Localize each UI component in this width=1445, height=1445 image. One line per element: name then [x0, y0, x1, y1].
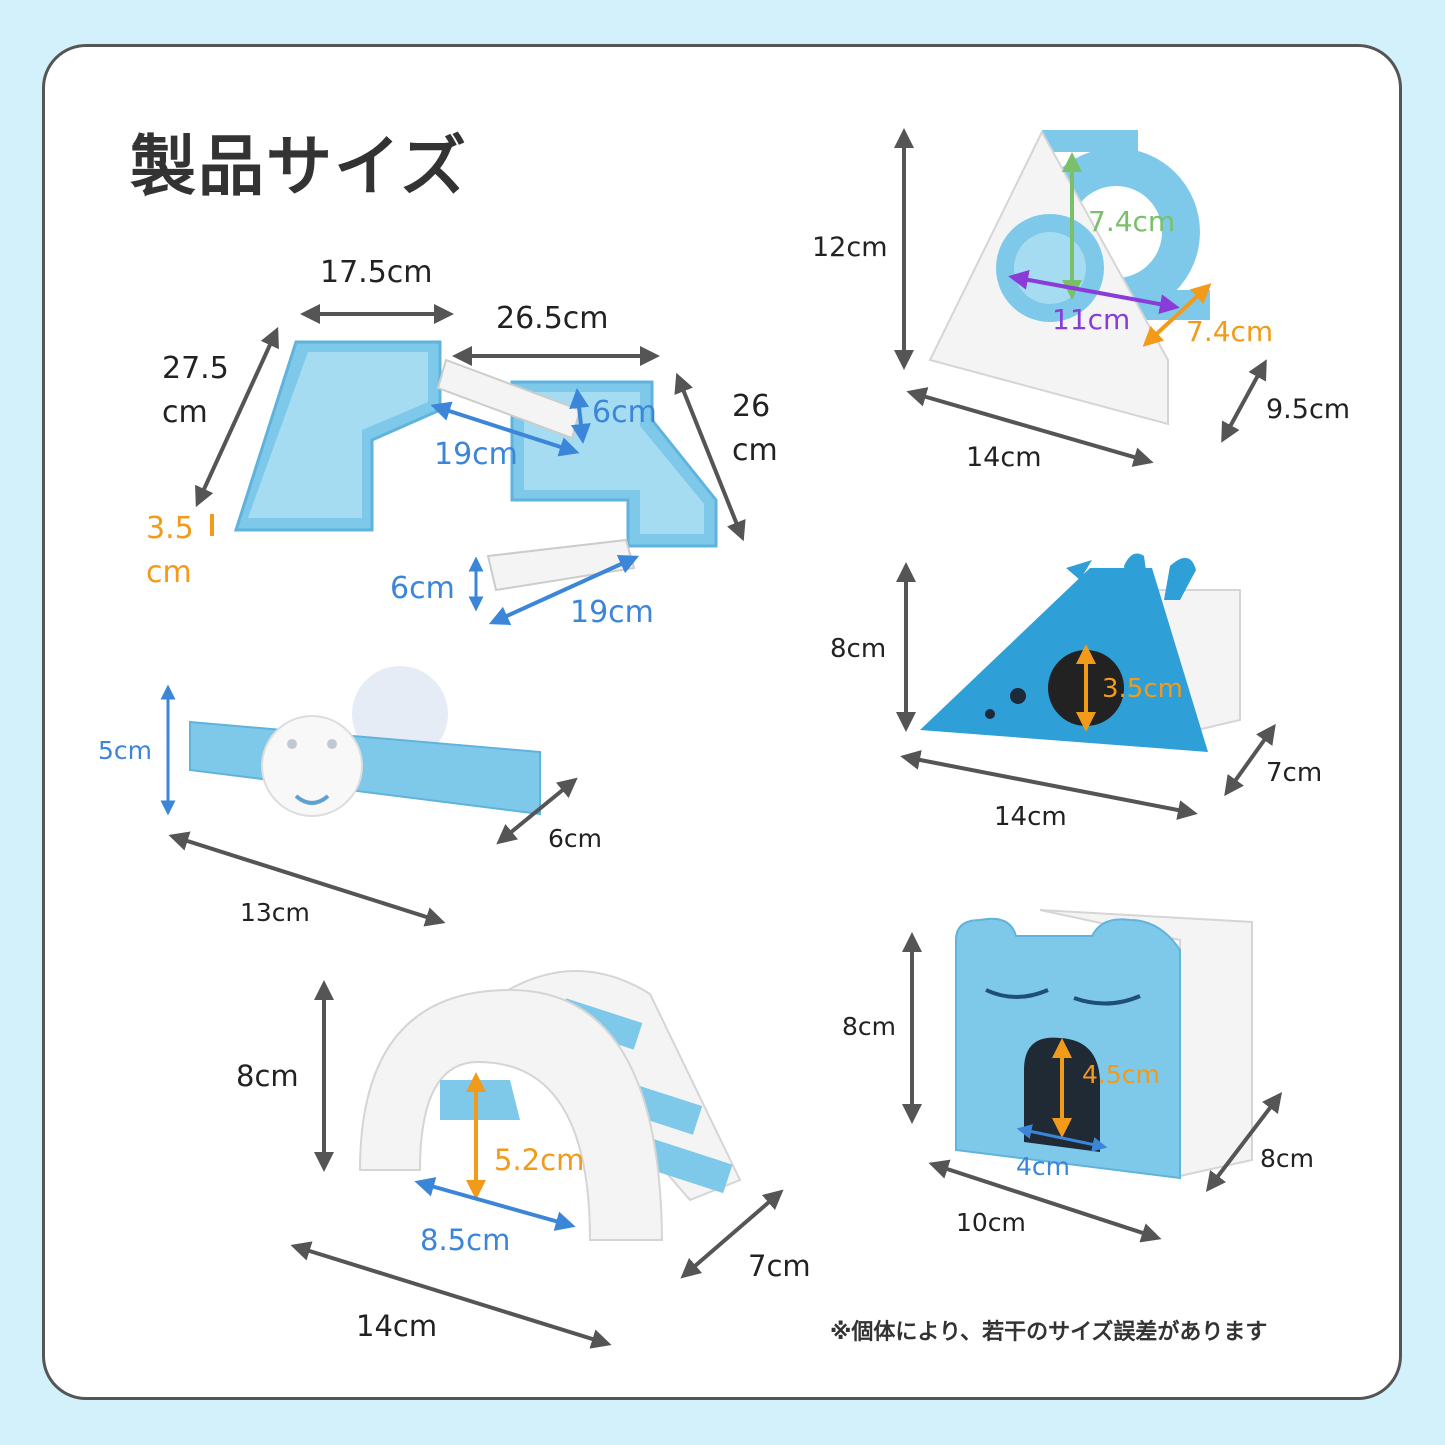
ladder-top-length-arrow	[430, 401, 580, 457]
arch-bridge-width-label: 14cm	[356, 1309, 438, 1343]
sleepy-house-depth-arrow	[1205, 1092, 1283, 1192]
arch-bridge-product-image	[358, 969, 742, 1241]
seesaw-depth-label: 6cm	[548, 824, 603, 853]
swing-depth-label: 9.5cm	[1266, 394, 1351, 425]
seesaw-width-arrow	[168, 831, 446, 927]
platform-depth-right-arrow	[674, 372, 746, 542]
arch-bridge-width-arrow	[290, 1241, 612, 1349]
platform-depth-right-label-1: 26	[732, 389, 771, 424]
arch-bridge-depth-arrow	[680, 1189, 784, 1279]
platform-depth-left-arrow	[195, 326, 279, 508]
platform-height-label-1: 3.5	[146, 511, 194, 546]
ladder-top-length-label: 19cm	[434, 437, 518, 472]
platform-depth-right-label-2: cm	[732, 433, 778, 468]
seesaw-product-image	[189, 666, 541, 817]
ladder-bottom-height-label: 6cm	[390, 571, 455, 606]
ladder-bottom-length-arrow	[488, 555, 640, 625]
sleepy-house-width-arrow	[928, 1159, 1162, 1243]
rabbit-ramp-product-image	[920, 553, 1241, 752]
sleepy-house-door-height-label: 4.5cm	[1082, 1060, 1160, 1089]
seesaw-height-label: 5cm	[98, 736, 153, 765]
sleepy-house-door-width-label: 4cm	[1016, 1152, 1071, 1181]
swing-inner-depth-label: 7.4cm	[1186, 315, 1274, 348]
ladder-top-height-label: 6cm	[592, 395, 657, 430]
sleepy-house-width-label: 10cm	[956, 1208, 1026, 1237]
rabbit-ramp-depth-label: 7cm	[1266, 758, 1323, 788]
platform-width-right-label: 26.5cm	[496, 301, 609, 336]
sleepy-house-height-label: 8cm	[842, 1012, 897, 1041]
rabbit-ramp-depth-arrow	[1224, 723, 1276, 797]
seesaw-width-label: 13cm	[240, 898, 310, 927]
swing-inner-height-label: 7.4cm	[1088, 205, 1176, 238]
arch-bridge-depth-label: 7cm	[748, 1249, 811, 1283]
sleepy-house-door-width-arrow	[1016, 1124, 1108, 1152]
rabbit-ramp-width-arrow	[900, 750, 1198, 820]
platform-height-label-2: cm	[146, 555, 192, 590]
swing-inner-depth-arrow	[1142, 283, 1212, 347]
ladder-bottom	[486, 538, 636, 592]
swing-depth-arrow	[1221, 359, 1267, 443]
rabbit-ramp-hole-label: 3.5cm	[1102, 674, 1183, 704]
seesaw-depth-arrow	[496, 777, 578, 845]
rabbit-ramp-height-label: 8cm	[830, 634, 887, 664]
swing-width-label: 14cm	[966, 442, 1042, 473]
arch-bridge-height-label: 8cm	[236, 1059, 299, 1093]
swing-height-label: 12cm	[812, 232, 888, 263]
size-variance-note: ※個体により、若干のサイズ誤差があります	[830, 1320, 1268, 1345]
arch-bridge-inner-width-label: 8.5cm	[420, 1223, 511, 1257]
swing-inner-width-label: 11cm	[1052, 303, 1131, 336]
arch-bridge-inner-width-arrow	[414, 1177, 576, 1231]
ladder-bottom-length-label: 19cm	[570, 595, 654, 630]
arch-bridge-inner-height-label: 5.2cm	[494, 1143, 585, 1177]
sleepy-house-depth-label: 8cm	[1260, 1144, 1315, 1173]
swing-width-arrow	[906, 387, 1154, 467]
platform-width-top-label: 17.5cm	[320, 255, 433, 290]
platform-depth-left-label-1: 27.5	[162, 351, 229, 386]
page-title: 製品サイズ	[130, 128, 469, 205]
sleepy-house-product-image	[955, 909, 1253, 1180]
platform-depth-left-label-2: cm	[162, 395, 208, 430]
rabbit-ramp-width-label: 14cm	[994, 802, 1067, 832]
